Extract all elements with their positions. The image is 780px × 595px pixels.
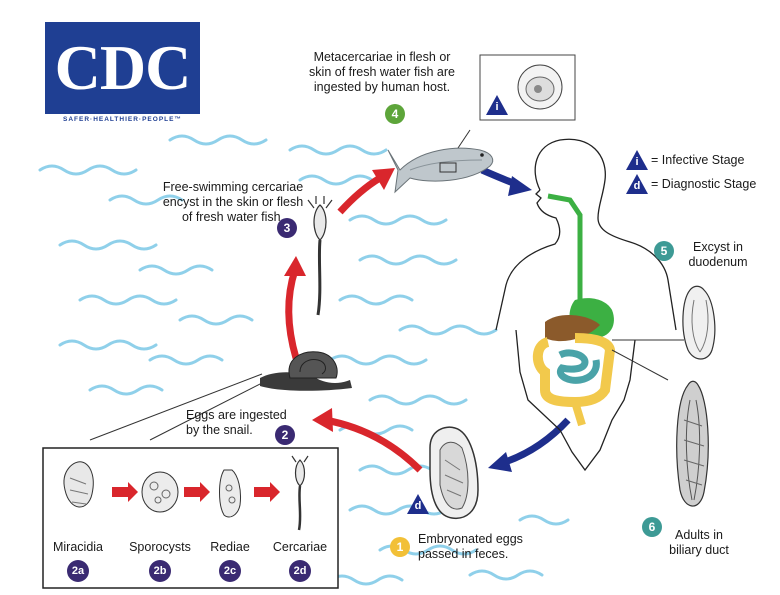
legend-diagnostic-text: = Diagnostic Stage xyxy=(651,177,757,191)
snail-stage-arrows xyxy=(112,482,280,502)
stage-3-badge: 3 xyxy=(277,218,297,238)
snail-stage-badge-2a: 2a xyxy=(67,560,89,582)
legend-infective-icon: i xyxy=(626,150,648,170)
diagnostic-stage-marker: d xyxy=(407,494,429,514)
arrowhead-snail xyxy=(312,408,333,432)
arrowhead-cercaria xyxy=(284,256,306,276)
sporocyst-illustration xyxy=(141,471,179,513)
human-silhouette xyxy=(495,138,677,472)
stage-4-label: Metacercariae in flesh or skin of fresh … xyxy=(309,50,455,94)
arrowhead-fish xyxy=(372,168,395,190)
snail-stages-box xyxy=(42,447,339,589)
cercariae-illustration xyxy=(291,455,309,531)
legend-diagnostic-icon: d xyxy=(626,174,648,194)
rediae-illustration xyxy=(219,469,241,518)
snail-stage-label-2d: Cercariae xyxy=(272,540,328,554)
stage-2-label: Eggs are ingested by the snail. xyxy=(186,408,287,437)
stage-5-label: Excyst in duodenum xyxy=(688,240,748,269)
stage-6-badge: 6 xyxy=(642,517,662,537)
arrowhead-egg xyxy=(488,452,512,472)
digestive-tract xyxy=(532,193,616,427)
snail-stage-label-2c: Rediae xyxy=(210,540,250,554)
arrowhead-human xyxy=(508,176,532,196)
infective-stage-marker: i xyxy=(486,95,508,115)
snail-illustration xyxy=(260,351,352,391)
excysted-juvenile xyxy=(682,285,716,360)
arrow-cercaria-to-fish xyxy=(337,174,382,215)
arrow-egg-to-snail xyxy=(324,416,423,473)
snail-stage-label-2a: Miracidia xyxy=(52,540,103,554)
stage-1-badge: 1 xyxy=(390,537,410,557)
blue-arrows xyxy=(480,166,571,466)
adult-fluke xyxy=(676,380,709,507)
arrow-snail-to-cercaria xyxy=(285,268,300,359)
arrow-human-to-egg xyxy=(503,417,571,466)
legend-infective-text: = Infective Stage xyxy=(651,153,745,167)
stage-1-label: Embryonated eggs passed in feces. xyxy=(418,532,523,561)
stage-6-label: Adults in biliary duct xyxy=(669,528,729,557)
snail-stage-badge-2b: 2b xyxy=(149,560,171,582)
snail-stage-badge-2c: 2c xyxy=(219,560,241,582)
egg-illustration xyxy=(429,426,479,520)
stage-3-label: Free-swimming cercariae encyst in the sk… xyxy=(162,180,304,224)
fish-illustration xyxy=(387,147,494,194)
cercaria-illustration xyxy=(307,196,333,316)
miracidia-illustration xyxy=(63,461,94,508)
snail-stage-label-2b: Sporocysts xyxy=(129,540,191,554)
stage-5-badge: 5 xyxy=(654,241,674,261)
red-arrows xyxy=(285,174,423,473)
cdc-logo: CDC SAFER·HEALTHIER·PEOPLE™ xyxy=(45,22,200,127)
snail-stage-badge-2d: 2d xyxy=(289,560,311,582)
stage-4-badge: 4 xyxy=(385,104,405,124)
stage-2-badge: 2 xyxy=(275,425,295,445)
